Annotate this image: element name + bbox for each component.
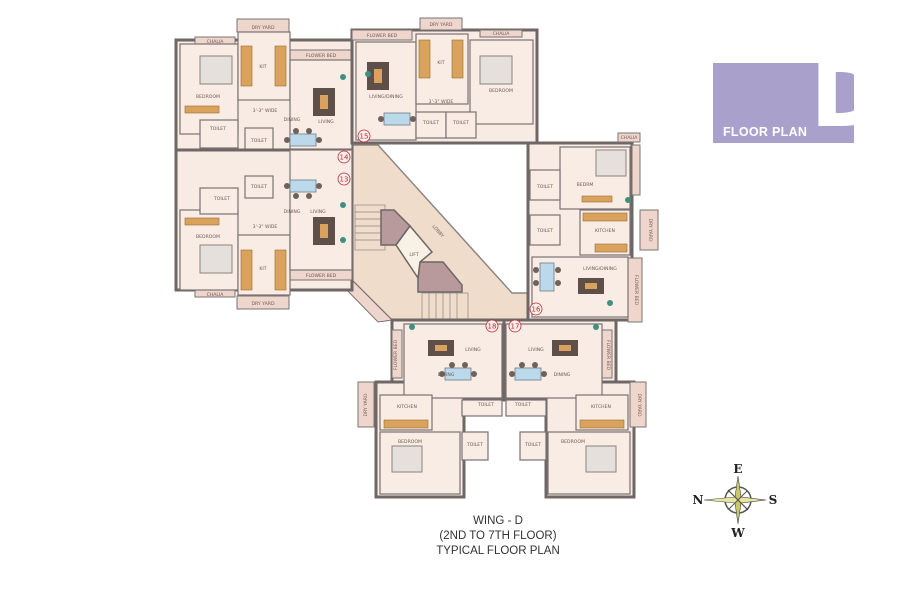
kitchen-label: KITCHEN xyxy=(595,228,615,234)
living-label: LIVING xyxy=(318,119,334,125)
flat-16: CHALIA BEDRM TOILET TOILET KITCHEN LIVIN… xyxy=(526,132,659,323)
flower-bed-label: FLOWER BED xyxy=(605,340,611,371)
badge-background xyxy=(713,63,828,143)
flat-18: FLOWER BED DRY YARD LIVING DINING KITCHE… xyxy=(357,318,506,499)
bedroom-label: BEDROOM xyxy=(196,94,220,100)
passage-label: 3'-3" WIDE xyxy=(429,99,454,105)
flat-number-text: 13 xyxy=(340,176,349,184)
flat-13: DRY YARD CHALIA FLOWER BED BEDROOM KIT 3… xyxy=(174,148,354,310)
dry-yard-label: DRY YARD xyxy=(636,393,642,416)
flat-15: DRY YARD FLOWER BED CHALIA LIVING/DINING… xyxy=(350,17,539,145)
caption-wing: WING - D xyxy=(473,515,523,527)
flat-number-16: 16 xyxy=(529,302,543,316)
passage-label: 3'-3" WIDE xyxy=(253,108,278,114)
living-label: LIVING xyxy=(528,347,544,353)
living-dining-label: LIVING/DINING xyxy=(583,266,617,272)
floor-plan-badge: D FLOOR PLAN xyxy=(713,49,886,143)
dry-yard-label: DRY YARD xyxy=(647,218,653,241)
living-dining-label: LIVING/DINING xyxy=(369,94,403,100)
dry-yard-label: DRY YARD xyxy=(429,22,452,28)
caption-title: TYPICAL FLOOR PLAN xyxy=(436,545,560,557)
bedroom-label: BEDRM xyxy=(577,182,594,188)
dry-yard-label: DRY YARD xyxy=(251,25,274,31)
flower-bed-label: FLOWER BED xyxy=(367,33,398,39)
chalia-label: CHALIA xyxy=(493,31,511,37)
toilet-label: TOILET xyxy=(250,138,267,144)
compass-rose-icon: E N S W xyxy=(693,462,778,540)
living-label: LIVING xyxy=(465,347,481,353)
badge-label: FLOOR PLAN xyxy=(723,125,808,139)
kitchen-label: KITCHEN xyxy=(591,404,611,410)
toilet-label: TOILET xyxy=(250,184,267,190)
toilet-label: TOILET xyxy=(422,120,439,126)
flat-number-text: 14 xyxy=(340,154,349,162)
staircase xyxy=(354,204,469,320)
dining-label: DINING xyxy=(554,372,571,378)
living-label: LIVING xyxy=(310,209,326,215)
dining-label: DINING xyxy=(284,209,301,215)
toilet-label: TOILET xyxy=(536,184,553,190)
lift-label: LIFT xyxy=(409,252,418,258)
flat-14: DRY YARD CHALIA FLOWER BED BEDROOM KIT 3… xyxy=(174,18,354,152)
toilet-label: TOILET xyxy=(514,402,531,408)
dry-yard-label: DRY YARD xyxy=(363,393,369,416)
bedroom-label: BEDROOM xyxy=(196,234,220,240)
chalia-label: CHALIA xyxy=(207,292,225,298)
flat-number-17: 17 xyxy=(508,319,522,333)
compass-west: W xyxy=(730,526,745,540)
flower-bed-label: FLOWER BED xyxy=(393,339,399,370)
toilet-label: TOILET xyxy=(524,442,541,448)
bedroom-label: BEDROOM xyxy=(398,439,422,445)
toilet-label: TOILET xyxy=(466,442,483,448)
toilet-label: TOILET xyxy=(209,126,226,132)
bedroom-label: BEDROOM xyxy=(489,88,513,94)
compass-east: E xyxy=(733,462,742,476)
flat-number-text: 16 xyxy=(532,306,541,314)
toilet-label: TOILET xyxy=(452,120,469,126)
compass-north: N xyxy=(693,493,704,507)
chalia-label: CHALIA xyxy=(207,39,225,45)
flat-17: FLOWER BED DRY YARD LIVING DINING KITCHE… xyxy=(502,318,647,499)
flower-bed-label: FLOWER BED xyxy=(633,275,639,306)
flat-number-14: 14 xyxy=(337,150,351,164)
kitchen-label: KITCHEN xyxy=(397,404,417,410)
flower-bed-label: FLOWER BED xyxy=(306,273,337,279)
chalia-label: CHALIA xyxy=(621,135,639,141)
caption-floors: (2ND TO 7TH FLOOR) xyxy=(439,530,557,542)
compass-south: S xyxy=(769,493,778,507)
flat-number-text: 18 xyxy=(488,323,497,331)
toilet-label: TOILET xyxy=(213,196,230,202)
flat-number-text: 17 xyxy=(511,323,520,331)
toilet-label: TOILET xyxy=(477,402,494,408)
flat-number-13: 13 xyxy=(337,172,351,186)
dining-label: DINING xyxy=(284,117,301,123)
plant-icons xyxy=(340,71,631,330)
flat-number-text: 15 xyxy=(360,133,369,141)
kit-label: KIT xyxy=(259,64,266,70)
flower-bed-label: FLOWER BED xyxy=(306,53,337,59)
bedroom-label: BEDROOM xyxy=(561,439,585,445)
kit-label: KIT xyxy=(437,60,444,66)
lift-lobby xyxy=(395,224,434,281)
toilet-label: TOILET xyxy=(536,228,553,234)
flat-number-18: 18 xyxy=(485,319,499,333)
flat-number-15: 15 xyxy=(357,129,371,143)
plan-caption: WING - D (2ND TO 7TH FLOOR) TYPICAL FLOO… xyxy=(398,514,598,559)
wing-letter: D xyxy=(810,41,887,148)
badge-letter-background xyxy=(828,63,854,143)
dining-label: DINING xyxy=(438,372,455,378)
kit-label: KIT xyxy=(259,266,266,272)
passage-label: 3'-3" WIDE xyxy=(253,224,278,230)
dry-yard-label: DRY YARD xyxy=(251,301,274,307)
